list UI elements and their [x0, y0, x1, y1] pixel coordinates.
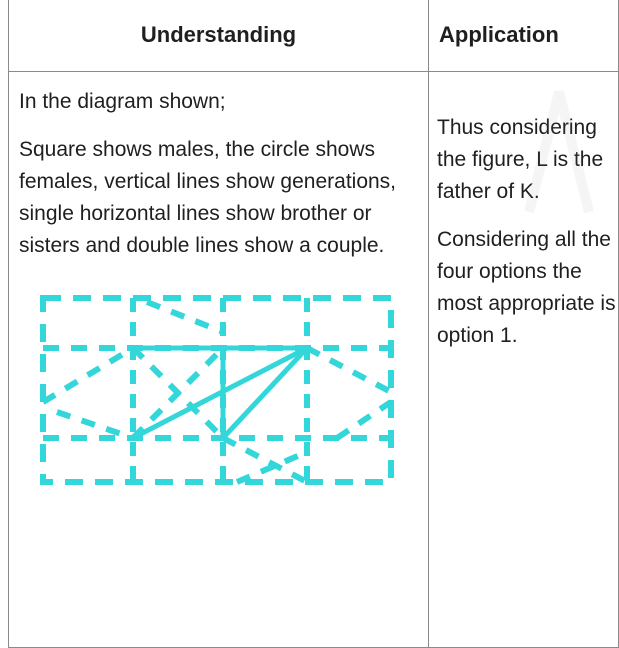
diagram-frame [40, 295, 394, 485]
header-application: Application [428, 0, 619, 72]
dashed-diagonal-1 [41, 345, 135, 405]
diagram-lines [40, 295, 394, 485]
understanding-intro: In the diagram shown; [19, 90, 226, 113]
dashed-diagonal-7 [305, 345, 393, 395]
solid-line-diagonal-2 [221, 346, 309, 440]
dashed-diagonal-9 [235, 449, 309, 485]
header-row: Understanding Application [8, 0, 619, 72]
content-row: In the diagram shown; Square shows males… [8, 71, 619, 648]
family-tree-diagram [40, 295, 394, 485]
dashed-diagonal-6 [221, 435, 309, 485]
solution-table-container: Understanding Application In the diagram… [8, 0, 619, 648]
diagram-solid-lines [131, 345, 309, 441]
dashed-diagonal-8 [335, 399, 393, 441]
solid-line-diagonal-1 [131, 345, 309, 441]
watermark-logo [524, 90, 594, 214]
solution-table: Understanding Application In the diagram… [8, 0, 619, 648]
dashed-diagonal-5 [145, 299, 225, 335]
application-conclusion: Thus considering the figure, L is the fa… [437, 116, 604, 203]
application-cell: Thus considering the figure, L is the fa… [428, 71, 619, 648]
application-answer: Considering all the four options the mos… [437, 228, 616, 347]
understanding-cell: In the diagram shown; Square shows males… [8, 71, 429, 648]
understanding-explanation: Square shows males, the circle shows fem… [19, 138, 397, 257]
dashed-diagonal-2 [56, 409, 134, 441]
header-understanding: Understanding [8, 0, 429, 72]
dashed-diagonal-4 [130, 345, 226, 441]
